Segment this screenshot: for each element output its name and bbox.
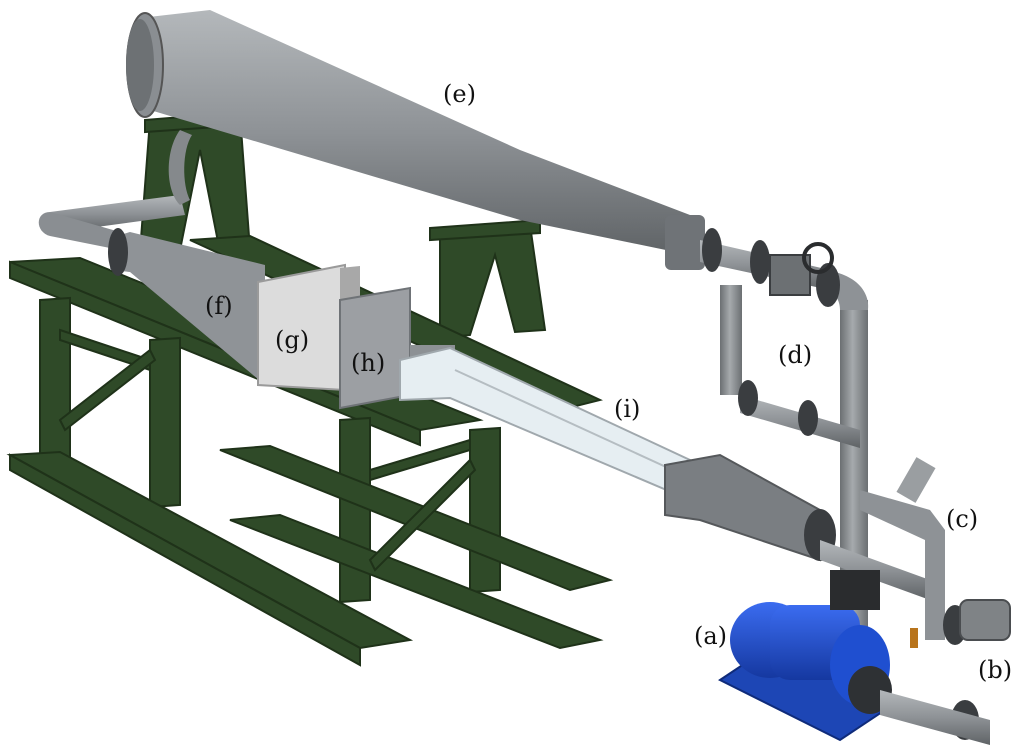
label-g: (g) (275, 326, 310, 354)
label-e: (e) (443, 80, 476, 108)
contraction-cone (108, 228, 265, 385)
label-h: (h) (351, 349, 386, 377)
upper-diffuser-pipe (126, 10, 705, 270)
label-b: (b) (978, 656, 1013, 684)
label-c: (c) (946, 505, 979, 533)
label-d: (d) (778, 341, 813, 369)
upper-return-elbow (38, 130, 192, 250)
pump-assembly (718, 570, 990, 745)
label-a: (a) (694, 622, 728, 650)
gate-valve (769, 242, 834, 296)
label-f: (f) (205, 292, 233, 320)
label-i: (i) (614, 395, 641, 423)
downstream-diffuser-box (664, 453, 836, 562)
flow-meter-fitting (910, 599, 1011, 648)
